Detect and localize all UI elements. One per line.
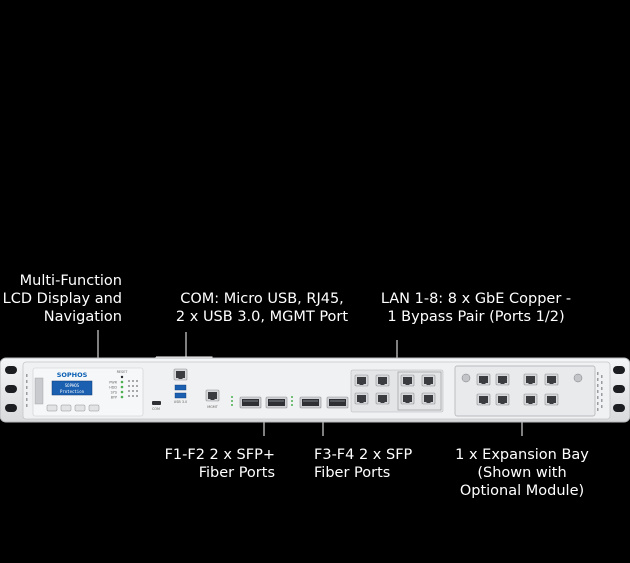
led-grid [128, 380, 138, 397]
callout-lan-ports: LAN 1-8: 8 x GbE Copper - 1 Bypass Pair … [380, 291, 572, 325]
lan-port-6[interactable] [375, 392, 390, 405]
lan-port-group [350, 369, 444, 413]
lan-port-3[interactable] [400, 374, 415, 387]
vent-right [597, 372, 603, 411]
status-leds [120, 380, 124, 399]
lcd-display [51, 380, 93, 396]
sfp-plus-port-f1[interactable] [239, 396, 262, 409]
nav-button-esc[interactable] [46, 404, 58, 412]
lan-port-4[interactable] [421, 374, 436, 387]
usb-port-1[interactable] [174, 384, 187, 391]
sfp-port-group [231, 396, 349, 409]
lan-port-1[interactable] [354, 374, 369, 387]
callout-sfp-plus-ports: F1-F2 2 x SFP+ Fiber Ports [164, 447, 275, 481]
sfp-plus-port-f2[interactable] [265, 396, 288, 409]
nav-button-up[interactable] [74, 404, 86, 412]
com-port-group: COM USB 3.0 MGMT [152, 368, 220, 411]
callout-expansion-bay: 1 x Expansion Bay (Shown with Optional M… [455, 447, 589, 499]
mgmt-port[interactable] [205, 389, 220, 402]
callout-lcd-display: Multi-Function LCD Display and Navigatio… [2, 273, 122, 325]
module-port-1[interactable] [476, 373, 491, 386]
led-label-hdd: HDD [109, 386, 117, 390]
lan-port-7[interactable] [400, 392, 415, 405]
module-port-4[interactable] [544, 373, 559, 386]
sfp-port-f4[interactable] [326, 396, 349, 409]
usb-label: USB 3.0 [174, 400, 187, 404]
module-port-7[interactable] [523, 393, 538, 406]
com-label: COM [152, 407, 160, 411]
nav-button-ok[interactable] [60, 404, 72, 412]
mgmt-label: MGMT [207, 405, 218, 409]
callout-sfp-ports: F3-F4 2 x SFP Fiber Ports [314, 447, 413, 481]
reset-label: RESET [117, 370, 129, 374]
module-port-3[interactable] [523, 373, 538, 386]
led-label-byp: BYP [111, 396, 117, 400]
lan-port-2[interactable] [375, 374, 390, 387]
micro-usb-port[interactable] [152, 401, 161, 405]
reset-button[interactable] [120, 375, 124, 379]
usb-port-2[interactable] [174, 392, 187, 399]
bay-screw-right [573, 373, 583, 383]
sfp-port-f3[interactable] [299, 396, 322, 409]
lan-port-8[interactable] [421, 392, 436, 405]
led-label-sys: SYS [111, 391, 117, 395]
module-port-5[interactable] [476, 393, 491, 406]
rack-ear-left [5, 366, 17, 412]
bypass-pair-frame [397, 371, 442, 411]
bay-screw-left [461, 373, 471, 383]
vent-left [26, 374, 28, 407]
module-port-8[interactable] [544, 393, 559, 406]
rack-ear-right [613, 366, 625, 412]
led-label-pwr: PWR [109, 381, 117, 385]
lan-port-5[interactable] [354, 392, 369, 405]
lcd-line-1: SOPHOS [65, 383, 80, 388]
brand-logo: SOPHOS [57, 371, 88, 379]
module-port-2[interactable] [495, 373, 510, 386]
module-port-6[interactable] [495, 393, 510, 406]
lcd-line-2: Protection [60, 389, 85, 394]
callout-com-ports: COM: Micro USB, RJ45, 2 x USB 3.0, MGMT … [175, 291, 349, 325]
rj45-console-port[interactable] [173, 368, 188, 381]
expansion-bay [454, 365, 596, 417]
lcd-panel: SOPHOS SOPHOS Protection RESET PWR HDD S… [32, 367, 144, 417]
nav-button-down[interactable] [88, 404, 100, 412]
